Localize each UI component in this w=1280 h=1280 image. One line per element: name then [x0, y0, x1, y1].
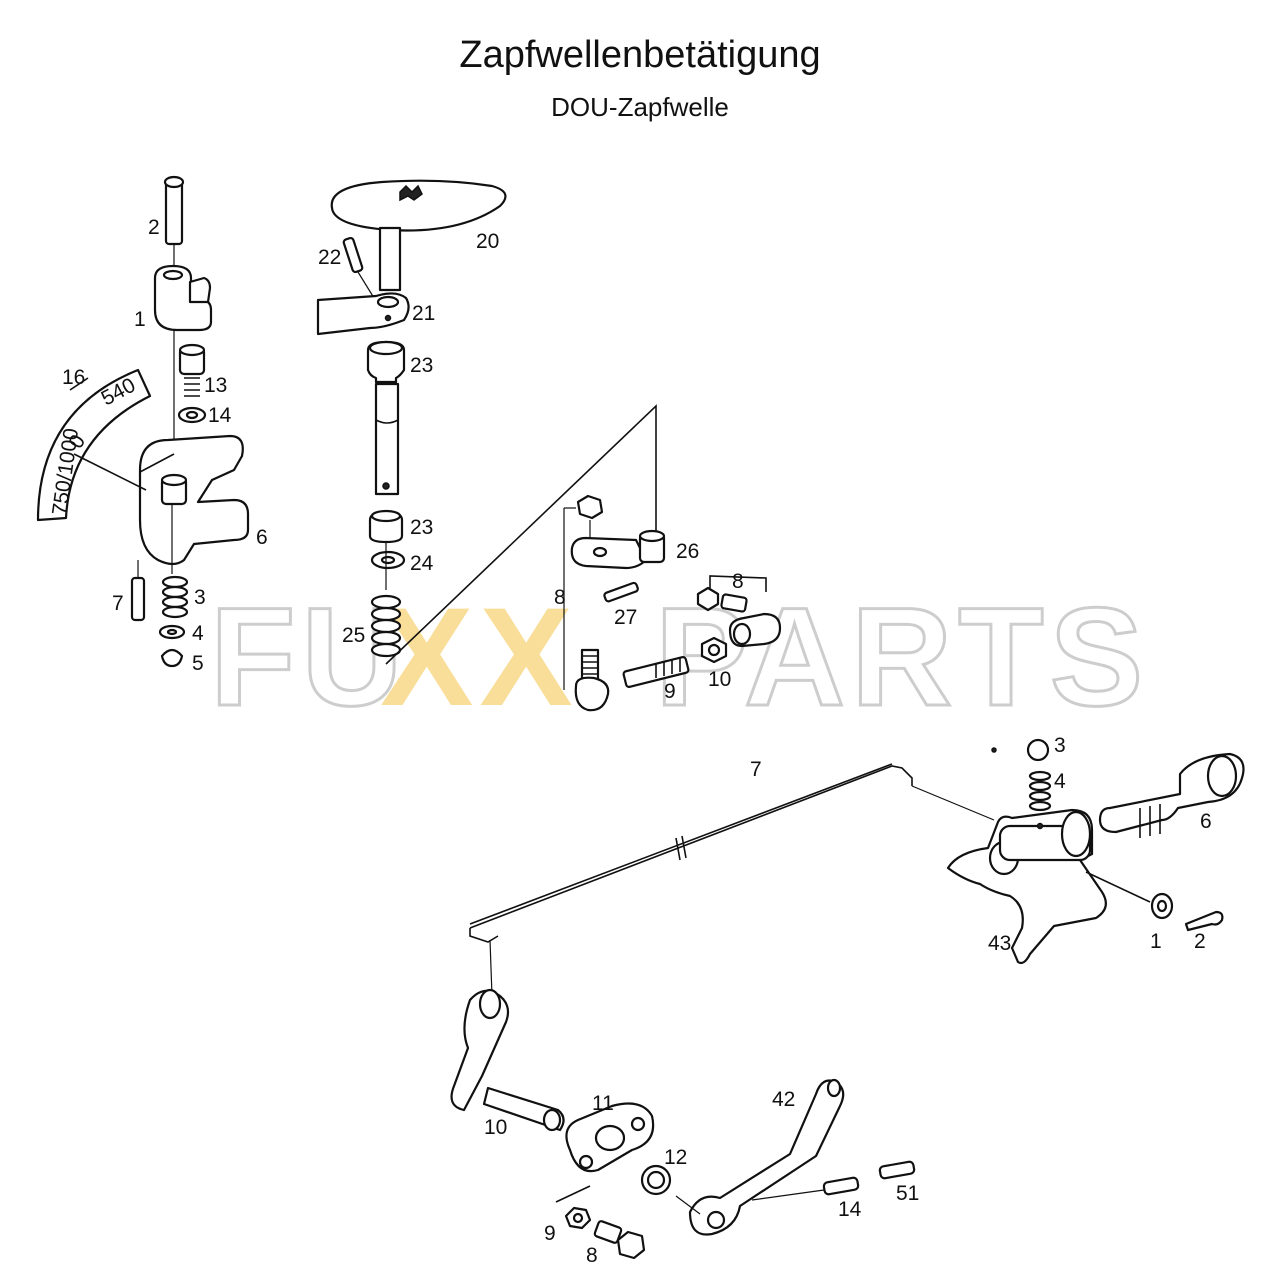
label-c10: 10: [708, 668, 731, 691]
label-a7: 7: [112, 592, 124, 615]
label-b24: 24: [410, 552, 434, 575]
label-d3: 3: [1054, 734, 1066, 757]
nut: [576, 494, 604, 520]
bolt-part-8: [593, 1220, 623, 1244]
connecting-rod-part-7: [469, 763, 995, 997]
label-a4: 4: [192, 622, 204, 645]
label-a1: 1: [134, 308, 146, 331]
label-e11: 11: [592, 1092, 614, 1115]
label-e9: 9: [544, 1222, 556, 1245]
housing-part-6: [138, 434, 250, 566]
label-c26: 26: [676, 540, 699, 563]
label-b25: 25: [342, 624, 365, 647]
linkage-assembly: [563, 494, 782, 712]
shaft-fork-assembly: [946, 738, 1245, 965]
label-a6: 6: [256, 526, 268, 549]
label-e14: 14: [838, 1198, 862, 1221]
pin-part-7: [130, 576, 146, 622]
plate-part-26: [570, 536, 648, 570]
label-c8b: 8: [554, 586, 566, 609]
selector-assembly: 750/1000 0 540: [36, 175, 250, 668]
label-e12: 12: [664, 1146, 687, 1169]
pin-part-2: [164, 180, 184, 246]
watermark: FU XX PARTS: [209, 577, 1145, 737]
clip-part-5: [160, 648, 184, 668]
rod-eye: [574, 676, 610, 712]
label-d2: 2: [1194, 930, 1206, 953]
spring-part-25: [370, 594, 402, 658]
label-e42: 42: [772, 1088, 795, 1111]
spring-part-4: [1028, 770, 1052, 812]
label-a3: 3: [194, 586, 206, 609]
label-b23a: 23: [410, 354, 433, 377]
pin-part-14: [822, 1176, 860, 1196]
nut-part-8: [696, 586, 720, 612]
label-d1: 1: [1150, 930, 1162, 953]
label-e10: 10: [484, 1116, 507, 1139]
label-c27: 27: [614, 606, 637, 629]
label-c8a: 8: [732, 570, 744, 593]
label-b20: 20: [476, 230, 499, 253]
label-a13: 13: [204, 374, 227, 397]
lever-part-1: [153, 264, 213, 332]
label-e8: 8: [586, 1244, 598, 1267]
pin-part-22: [342, 236, 364, 274]
label-b23b: 23: [410, 516, 433, 539]
page-title: Zapfwellenbetätigung: [459, 34, 821, 76]
label-d4: 4: [1054, 770, 1066, 793]
label-d43: 43: [988, 932, 1011, 955]
pin-part-51: [878, 1160, 916, 1180]
pin-part-27: [603, 581, 639, 603]
label-a2: 2: [148, 216, 160, 239]
ball-part-3: [1026, 738, 1050, 762]
pedal-part-42: [688, 1079, 845, 1236]
watermark-text-mid: XX: [380, 578, 579, 735]
label-a14: 14: [208, 404, 232, 427]
dial-part-16: [36, 368, 152, 522]
shaft: [374, 382, 400, 496]
label-a16: 16: [62, 366, 85, 389]
page-subtitle: DOU-Zapfwelle: [551, 92, 729, 122]
label-c9: 9: [664, 680, 676, 703]
label-d6: 6: [1200, 810, 1212, 833]
cotter-pin-part-2: [1184, 910, 1224, 932]
label-e51: 51: [896, 1182, 919, 1205]
label-b22: 22: [318, 246, 341, 269]
part-labels: 2 1 13 14 16 6 7 3 4 5 22 20 21 23 23 24…: [62, 216, 1212, 1267]
label-a5: 5: [192, 652, 204, 675]
label-b21: 21: [412, 302, 435, 325]
pedal-assembly: [450, 988, 916, 1260]
spring-part-3: [161, 575, 189, 619]
knob-shaft-assembly: [316, 179, 657, 665]
label-d7: 7: [750, 758, 762, 781]
